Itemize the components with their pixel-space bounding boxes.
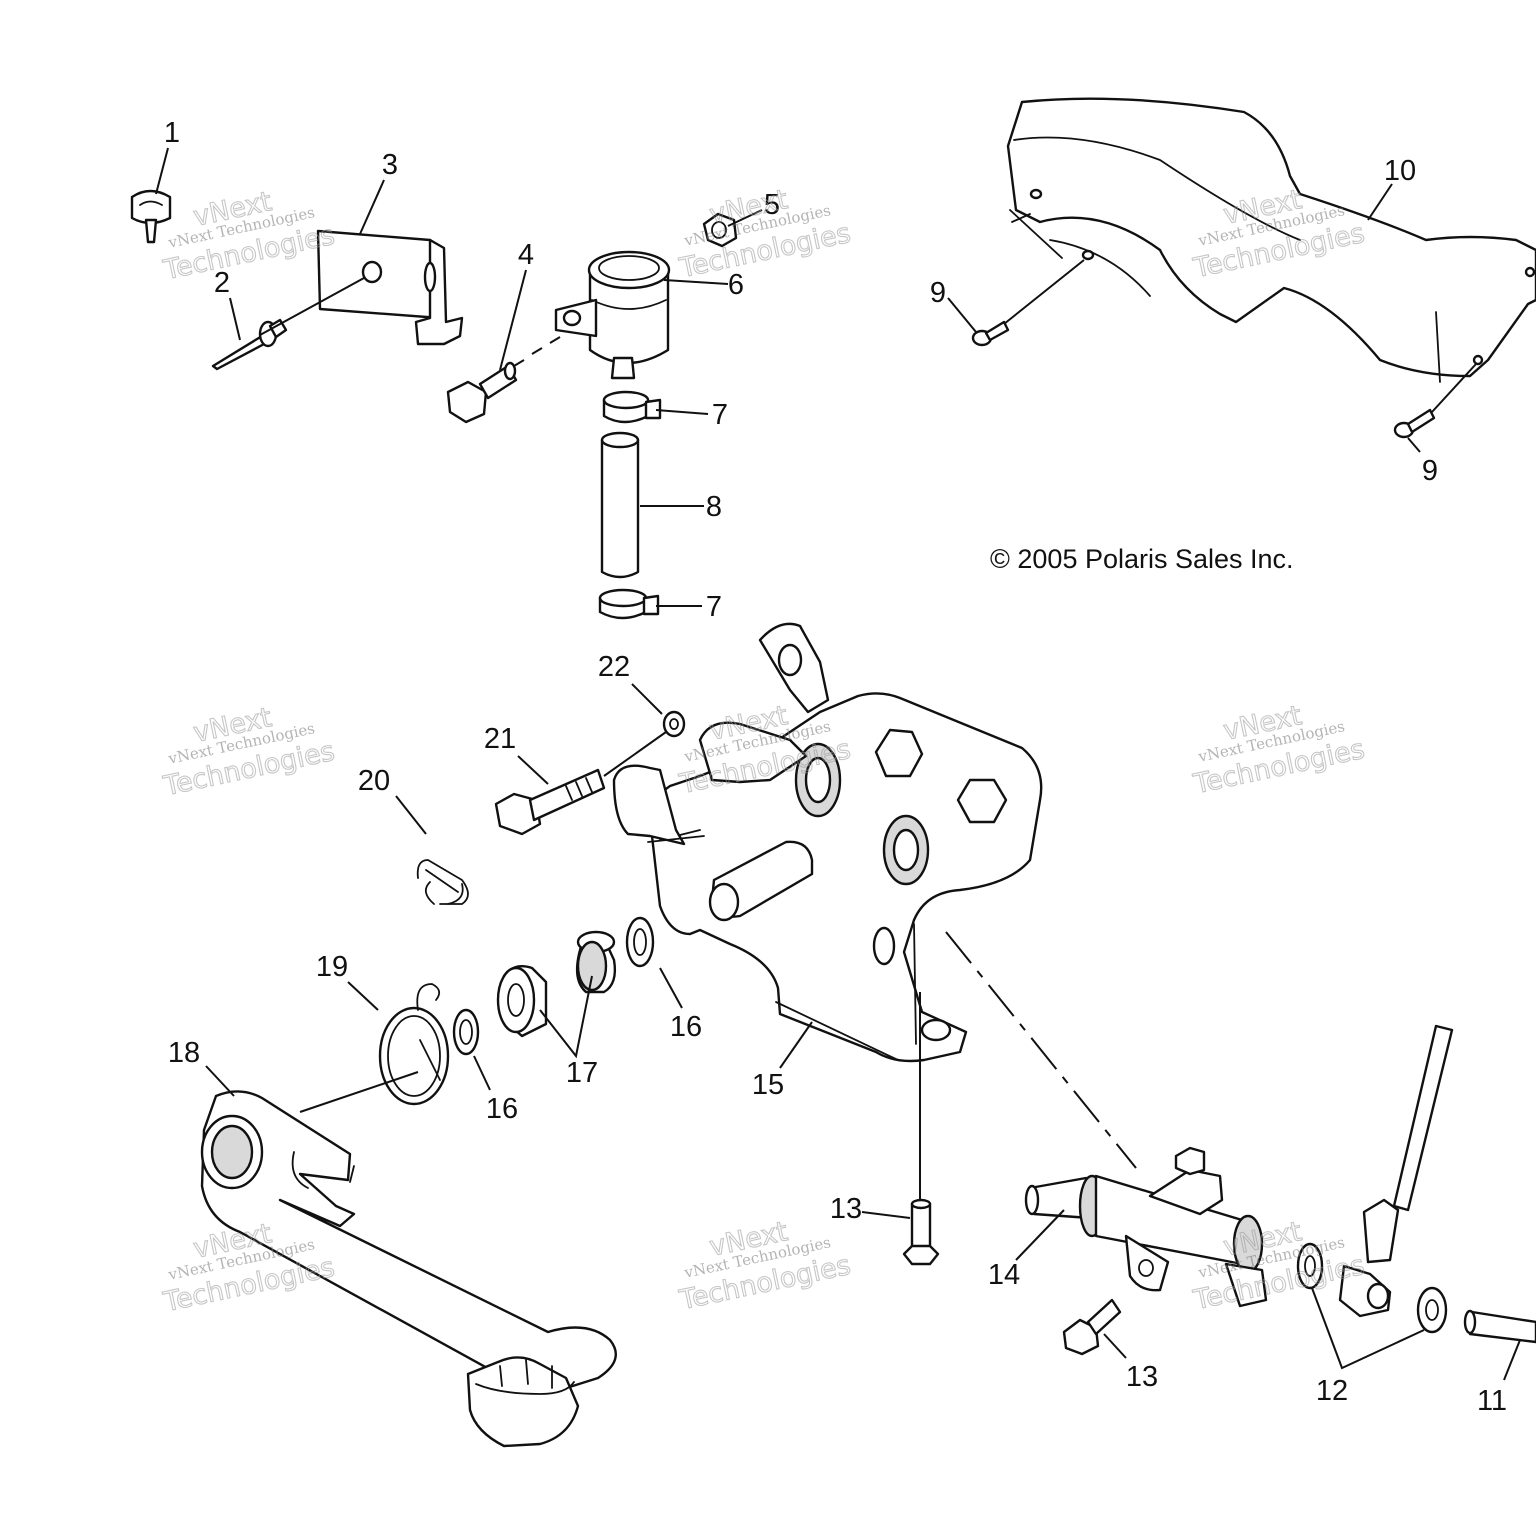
part-17-bushing-right [575,930,617,994]
callout-8: 8 [706,491,722,523]
callout-1: 1 [164,117,180,149]
part-16-washer-right [625,916,655,968]
part-13-bolt-vertical [902,1198,940,1266]
callout-16-right: 16 [670,1011,702,1043]
callout-5: 5 [764,189,780,221]
callout-3: 3 [382,149,398,181]
part-4-bolt [446,336,561,424]
part-1-clip [130,189,172,244]
part-17-bushing-left [496,965,548,1038]
callout-20: 20 [358,765,390,797]
part-15-bracket [612,622,1043,1070]
callout-18: 18 [168,1037,200,1069]
callout-19: 19 [316,951,348,983]
callout-4: 4 [518,239,534,271]
callout-13-lower: 13 [1126,1361,1158,1393]
part-14-master-cylinder [1015,1146,1268,1308]
callout-numbers: 1 2 3 4 5 6 7 8 7 9 9 10 11 12 13 13 14 … [164,117,1507,1417]
part-18-pedal [200,1071,618,1448]
part-9-screw-left [971,259,1085,347]
callout-7-lower: 7 [706,591,722,623]
part-7-clamp-lower [598,588,660,620]
callout-14: 14 [988,1259,1020,1291]
callout-9-left: 9 [930,277,946,309]
pushrod [1392,1024,1454,1212]
callout-7-upper: 7 [712,399,728,431]
part-3-bracket [259,229,464,346]
callout-10: 10 [1384,155,1416,187]
part-10-cover [1006,97,1536,383]
callout-2: 2 [214,267,230,299]
callout-21: 21 [484,723,516,755]
part-16-washer-left [452,1008,480,1056]
centerline-bracket [945,931,1137,1169]
part-19-spring [378,983,450,1106]
copyright-notice: © 2005 Polaris Sales Inc. [990,544,1294,574]
part-22-washer [603,710,686,777]
watermark-mid-left: vNext vNext Technologies Technologies [160,702,338,803]
callout-6: 6 [728,269,744,301]
watermark-bottom-center: vNext vNext Technologies Technologies [676,1216,854,1317]
callout-9-right: 9 [1422,455,1438,487]
part-20-hairpin [416,859,469,905]
part-2-rivet [211,318,288,371]
part-5-nut [702,212,738,248]
watermark-top-center: vNext vNext Technologies Technologies [676,184,854,285]
callout-13-upper: 13 [830,1193,862,1225]
callout-12: 12 [1316,1375,1348,1407]
part-13-bolt-angled [1062,1298,1122,1356]
part-8-hose [600,431,640,579]
callout-16-left: 16 [486,1093,518,1125]
part-6-reservoir [554,250,671,380]
part-12-clevis [1296,1198,1448,1334]
part-21-bolt [494,768,606,836]
callout-11: 11 [1477,1385,1507,1417]
watermark-top-left: vNext vNext Technologies Technologies [160,186,338,287]
part-7-clamp-upper [602,390,662,424]
leader-lines [155,147,1521,1381]
callout-22: 22 [598,651,630,683]
part-9-screw-right [1393,363,1477,439]
callout-17: 17 [566,1057,598,1089]
watermark-mid-right: vNext vNext Technologies Technologies [1190,700,1368,801]
part-11-pin [1463,1309,1536,1344]
callout-15: 15 [752,1069,784,1101]
